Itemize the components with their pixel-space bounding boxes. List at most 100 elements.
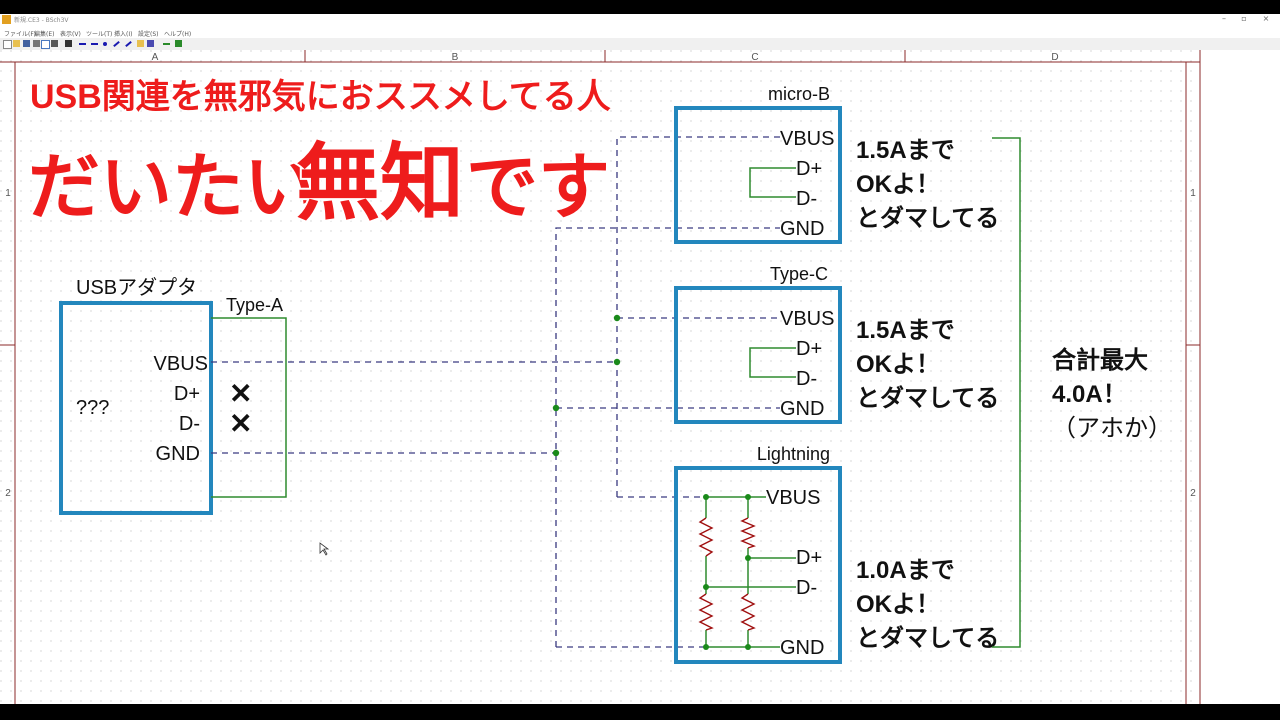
device-micro-b-box <box>674 106 842 244</box>
device-type-c-dplus-dminus-short <box>749 347 796 378</box>
resistor-r2 <box>740 517 756 549</box>
device-lightning-pin-vbus: VBUS <box>766 487 820 509</box>
adapter-pin-dminus: D- <box>179 413 200 435</box>
device-type-c-pin-dplus: D+ <box>796 338 822 360</box>
usb-adapter[interactable]: USBアダプタ ??? VBUS D+ D- GND ✕ ✕ Type-A <box>59 276 287 515</box>
device-micro-b-title: micro-B <box>768 84 830 104</box>
drag-icon[interactable] <box>51 40 58 47</box>
menu-view[interactable]: 表示(V) <box>60 31 81 38</box>
resistor-r3 <box>698 593 714 631</box>
line-icon[interactable] <box>113 40 120 48</box>
bus-junctions <box>552 314 621 457</box>
schematic-canvas[interactable]: A B C D 1 2 1 2 USB関連を無邪気におススメしてる人 だいたい … <box>0 50 1280 704</box>
menu-file[interactable]: ファイル(F) <box>4 31 37 38</box>
adapter-pin-vbus: VBUS <box>154 353 208 375</box>
device-micro-b-pin-dplus: D+ <box>796 158 822 180</box>
power-wires <box>211 136 780 648</box>
device-type-c-title: Type-C <box>770 264 828 284</box>
open-icon[interactable] <box>13 40 20 47</box>
device-lightning-title: Lightning <box>757 444 830 464</box>
adapter-body: ??? <box>76 397 109 419</box>
device-type-c-pin-gnd: GND <box>780 398 824 420</box>
frame-col-c: C <box>751 52 758 63</box>
junction-icon[interactable] <box>103 42 107 46</box>
device-lightning-note-2: OKよ！ <box>856 591 940 618</box>
resistor-r4 <box>740 593 756 631</box>
device-lightning[interactable]: Lightning VBUS D+ D- GND <box>674 444 999 664</box>
text-icon[interactable] <box>175 40 182 47</box>
device-micro-b-note-3: とダマしてる <box>856 204 999 232</box>
resistor-r1 <box>698 517 714 557</box>
headline-line2a: だいたい <box>28 148 316 228</box>
device-lightning-junctions <box>703 494 751 650</box>
total-note-1: 合計最大 <box>1052 346 1148 374</box>
label-icon[interactable] <box>147 40 154 47</box>
wire-icon[interactable] <box>79 43 86 45</box>
menu-bar: ファイル(F) 編集(E) 表示(V) ツール(T) 挿入(I) 設定(S) ヘ… <box>0 28 1280 38</box>
close-button[interactable]: × <box>1262 14 1270 23</box>
total-note-3: （アホか） <box>1052 415 1172 442</box>
device-lightning-note-3: とダマしてる <box>856 624 999 652</box>
device-lightning-pin-gnd: GND <box>780 637 824 659</box>
save-icon[interactable] <box>23 40 30 47</box>
menu-edit[interactable]: 編集(E) <box>34 31 55 38</box>
device-micro-b-pin-dminus: D- <box>796 188 817 210</box>
menu-insert[interactable]: 挿入(I) <box>114 31 133 38</box>
frame-col-b: B <box>452 52 459 63</box>
tag-icon[interactable] <box>137 40 144 47</box>
device-lightning-pin-dminus: D- <box>796 577 817 599</box>
device-lightning-pin-dplus: D+ <box>796 547 822 569</box>
total-note: 合計最大 4.0A！ （アホか） <box>1052 346 1172 442</box>
comment-icon[interactable] <box>163 43 170 45</box>
device-micro-b-pin-vbus: VBUS <box>780 128 834 150</box>
maximize-button[interactable]: ▫ <box>1241 14 1247 23</box>
adapter-title: USBアダプタ <box>76 276 197 299</box>
screen-top-bar <box>0 0 1280 14</box>
frame-row-1-right: 1 <box>1190 188 1196 199</box>
frame-col-d: D <box>1051 52 1058 63</box>
device-micro-b-note-1: 1.5Aまで <box>856 137 955 164</box>
frame-row-1-left: 1 <box>5 188 11 199</box>
device-type-c-note-1: 1.5Aまで <box>856 317 955 344</box>
headline-line1: USB関連を無邪気におススメしてる人 <box>30 78 611 116</box>
mouse-cursor-icon <box>319 542 330 556</box>
screen-bottom-bar <box>0 704 1280 720</box>
adapter-box <box>59 301 213 515</box>
dminus-nc-mark: ✕ <box>229 408 252 439</box>
total-note-2: 4.0A！ <box>1052 381 1127 408</box>
connector-shield-wire <box>211 317 287 498</box>
device-type-c[interactable]: Type-C VBUS D+ D- GND 1.5Aまで OKよ！ とダマしてる <box>674 264 999 424</box>
adapter-connector-label: Type-A <box>226 295 283 315</box>
drawing-frame: A B C D 1 2 1 2 <box>0 50 1201 704</box>
select-icon[interactable] <box>41 40 50 49</box>
entry-icon[interactable] <box>125 40 132 48</box>
minimize-button[interactable]: – <box>1222 14 1226 23</box>
device-type-c-box <box>674 286 842 424</box>
frame-col-a: A <box>152 52 159 63</box>
new-icon[interactable] <box>3 40 12 49</box>
device-lightning-note-1: 1.0Aまで <box>856 557 955 584</box>
part-icon[interactable] <box>65 40 72 47</box>
title-bar: 新規.CE3 - BSch3V – ▫ × <box>0 14 1280 29</box>
schematic-svg: A B C D 1 2 1 2 USB関連を無邪気におススメしてる人 だいたい … <box>0 50 1280 704</box>
frame-row-2-right: 2 <box>1190 488 1196 499</box>
headline-line2b: 無知 <box>296 136 464 230</box>
total-bracket <box>992 137 1021 648</box>
device-micro-b-dplus-dminus-short <box>749 167 796 198</box>
device-type-c-note-2: OKよ！ <box>856 351 940 378</box>
menu-help[interactable]: ヘルプ(H) <box>164 31 192 38</box>
window-title: 新規.CE3 - BSch3V <box>14 17 69 24</box>
bus-icon[interactable] <box>91 43 98 45</box>
device-type-c-pin-dminus: D- <box>796 368 817 390</box>
device-lightning-box <box>674 466 842 664</box>
menu-tools[interactable]: ツール(T) <box>86 31 113 38</box>
device-lightning-resistors <box>698 517 756 631</box>
adapter-pin-gnd: GND <box>156 443 200 465</box>
device-micro-b-note-2: OKよ！ <box>856 171 940 198</box>
menu-settings[interactable]: 設定(S) <box>138 31 159 38</box>
device-type-c-note-3: とダマしてる <box>856 384 999 412</box>
device-micro-b[interactable]: micro-B VBUS D+ D- GND 1.5Aまで OKよ！ とダマして… <box>674 84 999 244</box>
print-icon[interactable] <box>33 40 40 47</box>
headline: USB関連を無邪気におススメしてる人 だいたい 無知 です <box>26 77 612 233</box>
